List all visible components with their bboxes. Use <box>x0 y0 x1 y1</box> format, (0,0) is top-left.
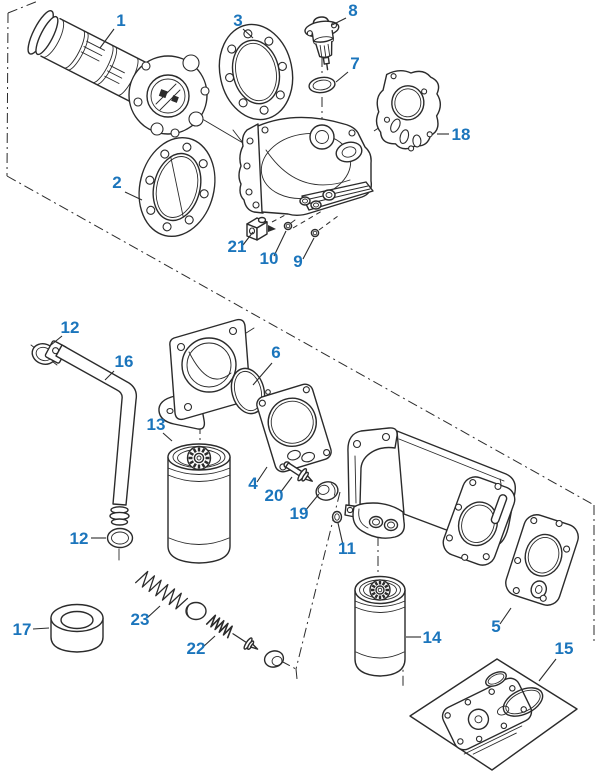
part-fitting-20 <box>283 461 313 482</box>
part-gasket-2 <box>138 136 216 238</box>
part-bushing-19 <box>315 481 339 501</box>
part-valve-21 <box>246 216 276 241</box>
part-oring-6 <box>230 367 266 415</box>
callouts: 1 2 3 8 7 18 21 10 9 12 16 13 6 4 20 19 … <box>13 1 574 682</box>
callout-21-label: 21 <box>228 237 247 256</box>
callout-5: 5 <box>491 607 512 636</box>
part-oil-filter-14 <box>354 575 406 677</box>
callout-3: 3 <box>233 11 254 39</box>
callout-8-label: 8 <box>348 1 357 20</box>
callout-12-top: 12 <box>50 318 80 346</box>
callout-14: 14 <box>406 628 442 647</box>
part-gasket-plate <box>442 476 516 566</box>
part-valve-poppet <box>232 633 259 651</box>
part-spring-23 <box>134 570 189 610</box>
callout-18-label: 18 <box>452 125 471 144</box>
part-ball <box>185 601 207 621</box>
callout-13: 13 <box>147 415 173 442</box>
callout-17: 17 <box>13 620 50 639</box>
callout-19-label: 19 <box>290 504 309 523</box>
callout-2: 2 <box>112 173 143 201</box>
callout-1: 1 <box>99 11 126 49</box>
oring-6-center-dot <box>265 389 271 395</box>
part-gasket-kit-15 <box>409 658 578 771</box>
callout-12-bottom: 12 <box>70 529 106 548</box>
part-gasket-18 <box>375 70 442 152</box>
part-filter-head <box>158 318 251 430</box>
callout-21: 21 <box>228 231 254 256</box>
part-thermostat <box>304 16 340 71</box>
callout-20: 20 <box>265 476 293 505</box>
callout-6-label: 6 <box>271 343 280 362</box>
callout-6: 6 <box>252 343 281 386</box>
part-oring-12-bottom <box>106 527 134 549</box>
callout-13-label: 13 <box>147 415 166 434</box>
callout-12-bottom-label: 12 <box>70 529 89 548</box>
part-oil-cooler-core <box>27 10 210 138</box>
callout-10-label: 10 <box>260 249 279 268</box>
part-thermostat-housing <box>238 116 374 216</box>
callout-19: 19 <box>290 493 320 523</box>
callout-15-label: 15 <box>555 639 574 658</box>
callout-20-label: 20 <box>265 486 284 505</box>
callout-22: 22 <box>187 635 216 658</box>
part-gasket-5 <box>505 514 579 606</box>
callout-23-label: 23 <box>131 610 150 629</box>
section-border-lines <box>6 0 595 687</box>
callout-4-label: 4 <box>248 474 258 493</box>
part-oring-11 <box>331 510 343 524</box>
callout-8: 8 <box>331 1 358 26</box>
callout-7: 7 <box>335 54 360 83</box>
part-spacer-17 <box>50 603 104 653</box>
part-oil-filter-13 <box>167 443 231 564</box>
callout-15: 15 <box>538 639 574 682</box>
callout-9: 9 <box>293 237 315 271</box>
callout-4: 4 <box>248 466 268 493</box>
part-plunger <box>263 650 285 668</box>
callout-14-label: 14 <box>423 628 442 647</box>
callout-22-label: 22 <box>187 639 206 658</box>
part-plug-9 <box>310 228 320 238</box>
part-oring-7 <box>308 76 336 94</box>
callout-3-label: 3 <box>233 11 242 30</box>
callout-16-label: 16 <box>115 352 134 371</box>
part-spring-22 <box>205 614 233 639</box>
callout-23: 23 <box>131 605 161 629</box>
callout-17-label: 17 <box>13 620 32 639</box>
callout-5-label: 5 <box>491 617 500 636</box>
part-gasket-4 <box>256 383 332 473</box>
callout-16: 16 <box>104 352 134 381</box>
callout-11: 11 <box>337 522 356 558</box>
callout-9-label: 9 <box>293 252 302 271</box>
callout-10: 10 <box>260 230 287 268</box>
part-plug-10 <box>283 219 296 231</box>
callout-12-top-label: 12 <box>61 318 80 337</box>
callout-1-label: 1 <box>116 11 125 30</box>
callout-11-label: 11 <box>338 539 356 558</box>
callout-2-label: 2 <box>112 173 121 192</box>
callout-7-label: 7 <box>350 54 359 73</box>
part-tube-16 <box>44 340 138 526</box>
callout-18: 18 <box>437 125 470 144</box>
part-gasket-3 <box>218 23 294 121</box>
